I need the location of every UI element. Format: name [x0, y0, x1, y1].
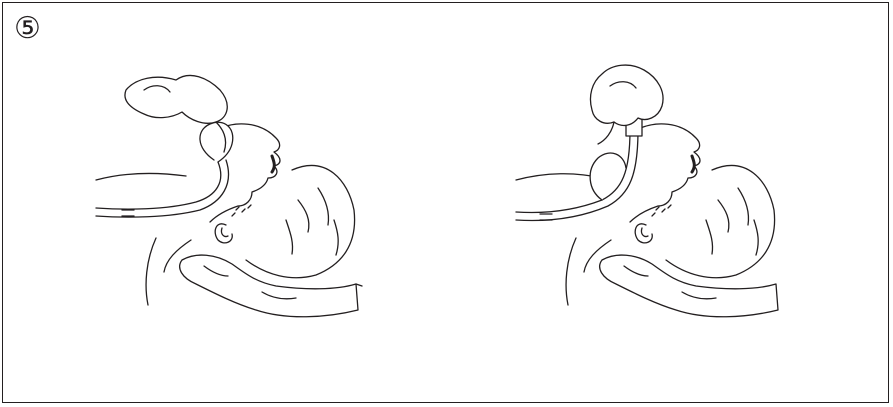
laryngeal-mask-insertion-seated-icon — [506, 60, 786, 332]
step-number: ⑤ — [14, 12, 41, 46]
laryngeal-mask-insertion-start-icon — [86, 60, 366, 332]
